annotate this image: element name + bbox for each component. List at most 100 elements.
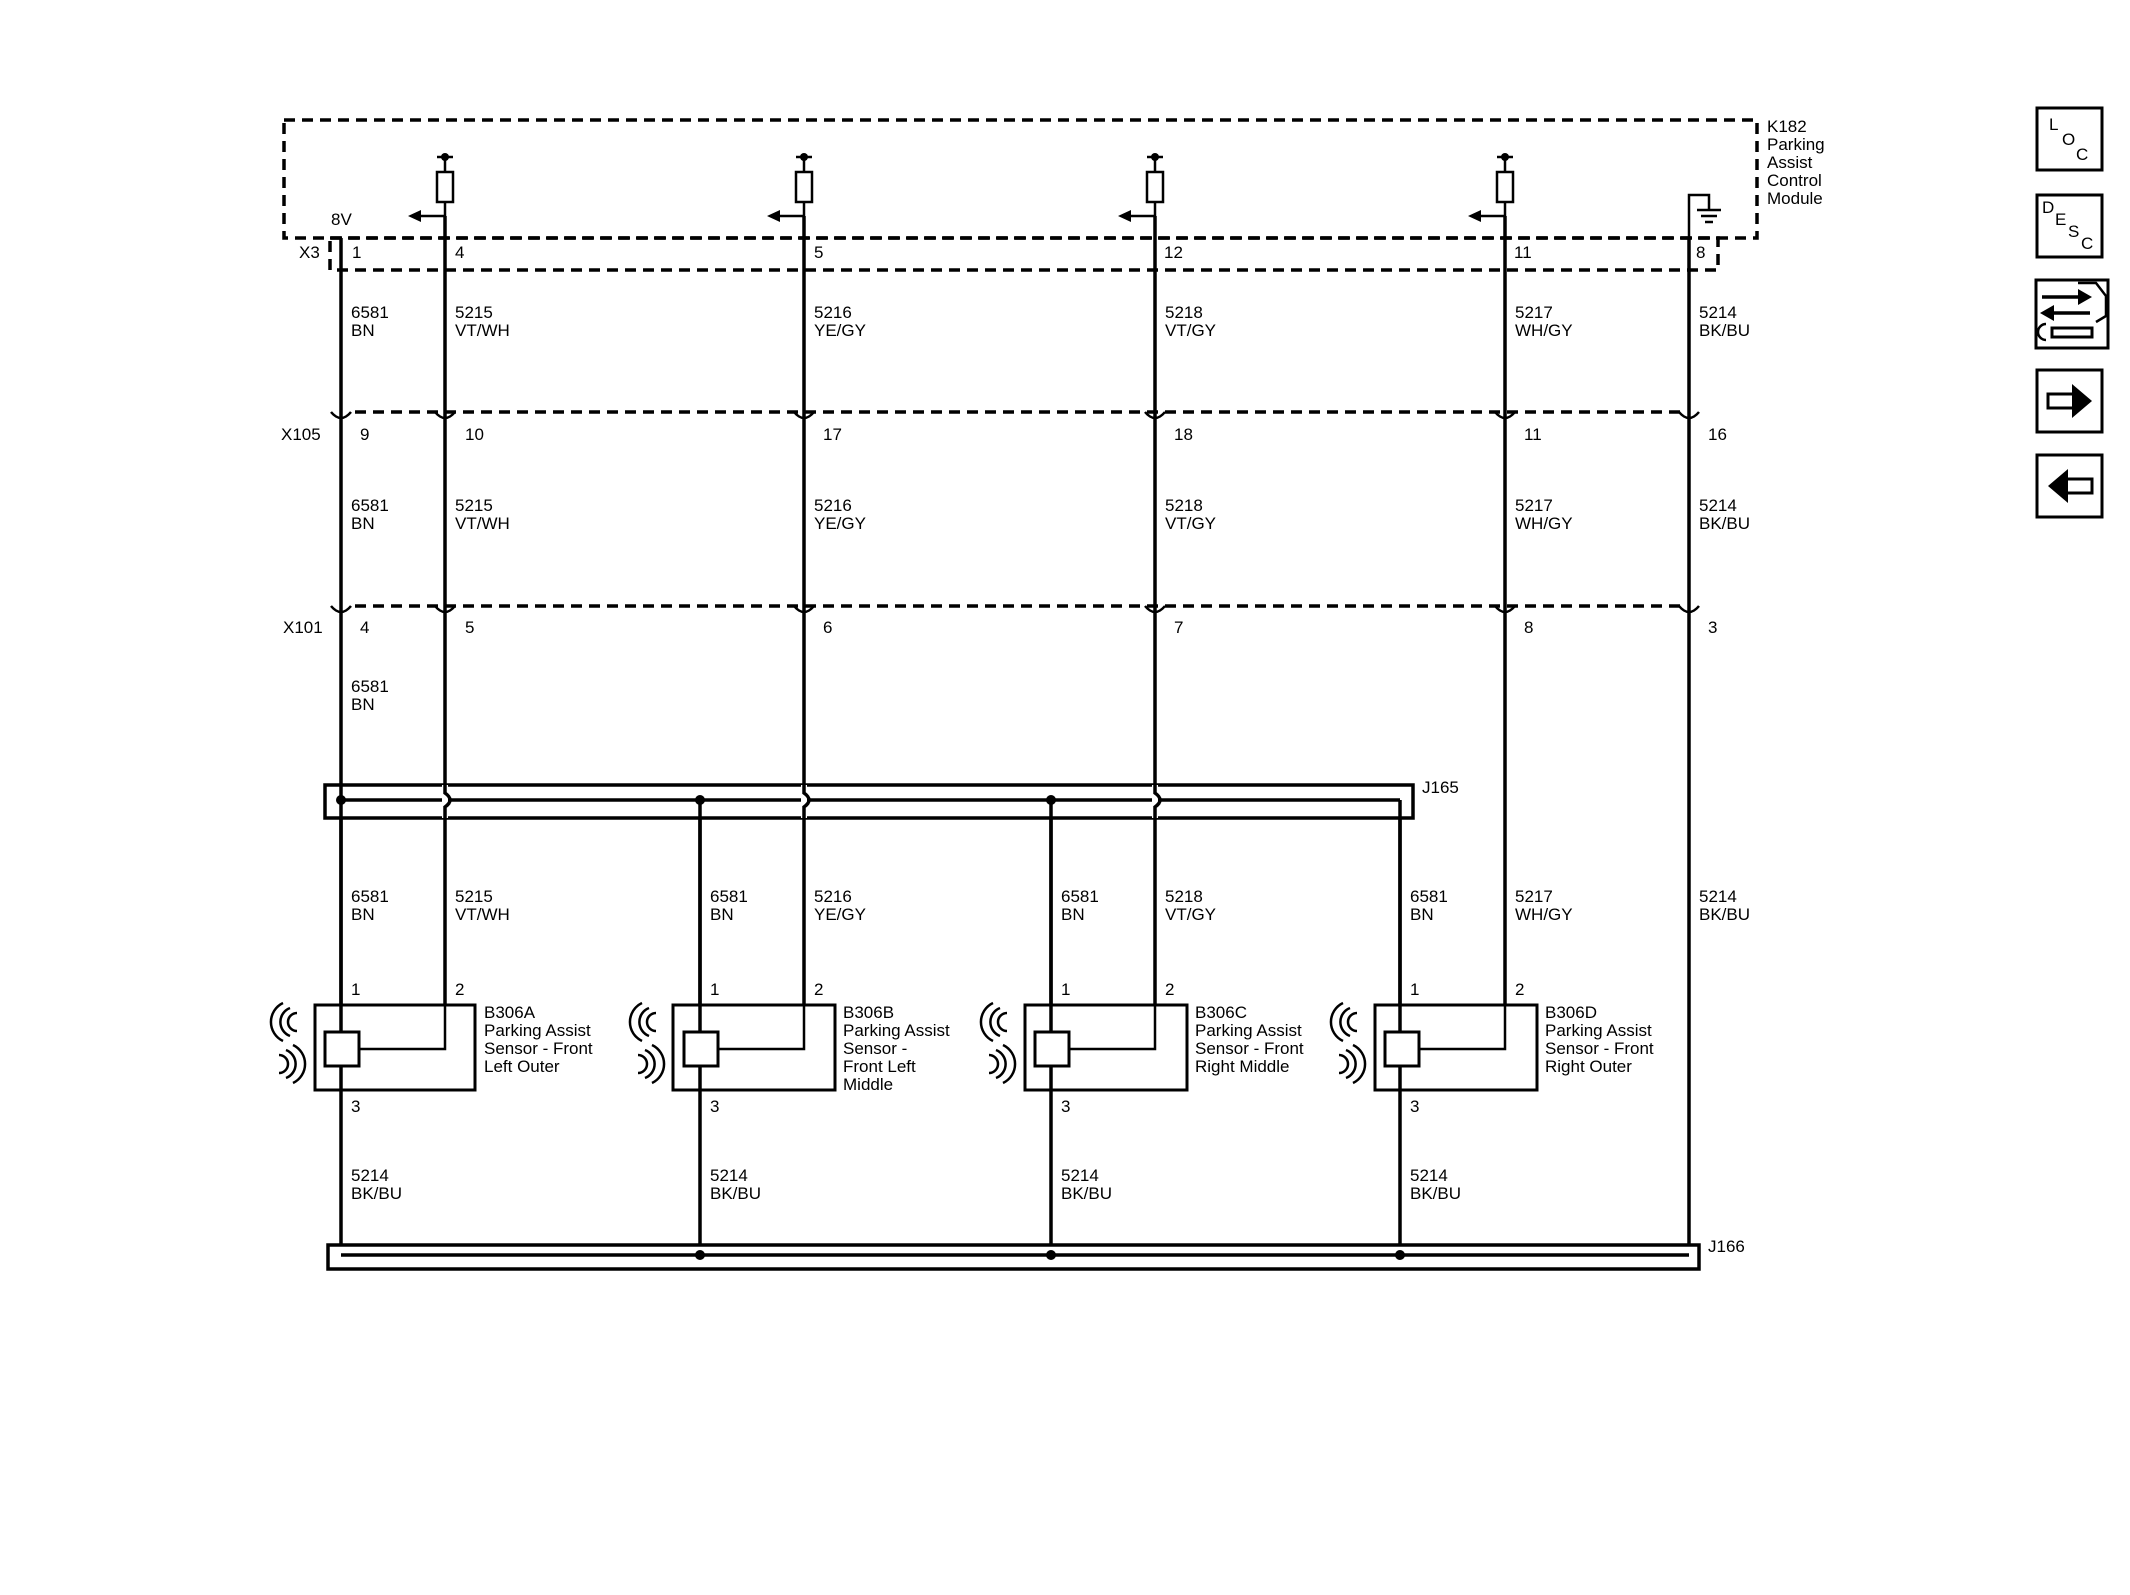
x101-pin: 5 xyxy=(465,618,474,637)
wire-circuit: 5217 xyxy=(1515,887,1553,906)
wire-circuit: 6581 xyxy=(1061,887,1099,906)
sensor-pin: 3 xyxy=(351,1097,360,1116)
x3-pin-8: 8 xyxy=(1696,243,1705,262)
sensor-desc: Right Outer xyxy=(1545,1057,1632,1076)
wire-circuit: 5217 xyxy=(1515,303,1553,322)
x105-label: X105 xyxy=(281,425,321,444)
sensor-desc: Sensor - Front xyxy=(1545,1039,1654,1058)
wire-circuit: 5215 xyxy=(455,887,493,906)
wire-circuit: 6581 xyxy=(351,303,389,322)
sensor-desc: Parking Assist xyxy=(1545,1021,1652,1040)
wire-color: BK/BU xyxy=(1699,514,1750,533)
previous-button[interactable] xyxy=(2035,453,2104,519)
sensor-pin: 3 xyxy=(1061,1097,1070,1116)
sensor-desc: Left Outer xyxy=(484,1057,560,1076)
sensor-desc: Parking Assist xyxy=(843,1021,950,1040)
module-label-line-3: Assist xyxy=(1767,153,1813,172)
wire-circuit: 5214 xyxy=(1699,496,1737,515)
wire-color: BN xyxy=(351,695,375,714)
sensor-pin: 3 xyxy=(1410,1097,1419,1116)
sensor-b306b: 1 2 3 B306B Parking Assist Sensor - Fron… xyxy=(628,980,950,1116)
sensor-desc: Middle xyxy=(843,1075,893,1094)
internal-resistor-ch2 xyxy=(767,153,814,222)
sensor-pin: 2 xyxy=(1165,980,1174,999)
x3-pin-11: 11 xyxy=(1514,243,1532,262)
wire-circuit: 5218 xyxy=(1165,887,1203,906)
wire-circuit: 5214 xyxy=(1699,303,1737,322)
wire-color: VT/GY xyxy=(1165,321,1216,340)
wire-labels: 6581 BN 5215 VT/WH 5216 YE/GY 5218 VT/GY… xyxy=(351,303,1750,1203)
internal-resistor-ch3 xyxy=(1118,153,1165,222)
x105-pin: 17 xyxy=(823,425,842,444)
sensor-id: B306B xyxy=(843,1003,894,1022)
wire-runs xyxy=(339,216,1691,1255)
sensor-b306c: 1 2 3 B306C Parking Assist Sensor - Fron… xyxy=(979,980,1304,1116)
internal-resistor-ch1 xyxy=(408,153,455,222)
wire-color: BK/BU xyxy=(1410,1184,1461,1203)
wire-color: BK/BU xyxy=(1699,321,1750,340)
ultrasonic-wave-icon xyxy=(1329,1001,1367,1085)
sensor-pin: 2 xyxy=(455,980,464,999)
wire-color: BN xyxy=(1410,905,1434,924)
wire-color: YE/GY xyxy=(814,905,866,924)
wire-circuit: 5216 xyxy=(814,496,852,515)
sensor-id: B306D xyxy=(1545,1003,1597,1022)
loc-button[interactable]: L O C xyxy=(2035,106,2104,172)
x3-pin-5: 5 xyxy=(814,243,823,262)
sensor-pin: 1 xyxy=(710,980,719,999)
wire-color: WH/GY xyxy=(1515,514,1573,533)
wire-color: VT/WH xyxy=(455,905,510,924)
x101-pin: 8 xyxy=(1524,618,1533,637)
x105-pin: 9 xyxy=(360,425,369,444)
wire-circuit: 5214 xyxy=(710,1166,748,1185)
sensor-pin: 2 xyxy=(814,980,823,999)
wire-color: VT/GY xyxy=(1165,905,1216,924)
wire-circuit: 6581 xyxy=(1410,887,1448,906)
wire-circuit: 6581 xyxy=(351,677,389,696)
sensor-desc: Front Left xyxy=(843,1057,916,1076)
module-label-line-1: K182 xyxy=(1767,117,1807,136)
splice-j165: J165 xyxy=(323,778,1459,1052)
inline-connector-x105: X105 9 10 17 18 11 16 xyxy=(281,410,1727,444)
connector-wrench-icon[interactable] xyxy=(2034,278,2110,350)
arrow-right-icon xyxy=(2046,384,2092,418)
sensor-desc: Parking Assist xyxy=(1195,1021,1302,1040)
wire-color: BN xyxy=(351,321,375,340)
wire-circuit: 5214 xyxy=(1410,1166,1448,1185)
sensor-desc: Sensor - Front xyxy=(1195,1039,1304,1058)
sensor-id: B306A xyxy=(484,1003,536,1022)
desc-letter: C xyxy=(2081,234,2093,253)
module-label-line-2: Parking xyxy=(1767,135,1825,154)
sensor-pin: 3 xyxy=(710,1097,719,1116)
j165-label: J165 xyxy=(1422,778,1459,797)
x105-pin: 10 xyxy=(465,425,484,444)
connector-x3-boundary xyxy=(328,236,1720,272)
next-button[interactable] xyxy=(2035,368,2104,434)
wire-circuit: 5218 xyxy=(1165,496,1203,515)
voltage-label: 8V xyxy=(331,210,352,229)
sensor-desc: Right Middle xyxy=(1195,1057,1290,1076)
sensor-b306a: 1 2 3 B306A Parking Assist Sensor - Fron… xyxy=(269,980,593,1116)
internal-ground-icon xyxy=(1687,193,1721,238)
wire-circuit: 5215 xyxy=(455,303,493,322)
module-boundary xyxy=(282,118,1759,240)
sensor-id: B306C xyxy=(1195,1003,1247,1022)
sensor-desc: Sensor - xyxy=(843,1039,907,1058)
wire-color: BN xyxy=(1061,905,1085,924)
wire-circuit: 6581 xyxy=(351,887,389,906)
sensor-pin: 1 xyxy=(351,980,360,999)
j166-label: J166 xyxy=(1708,1237,1745,1256)
loc-letter: L xyxy=(2049,115,2058,134)
x101-label: X101 xyxy=(283,618,323,637)
desc-button[interactable]: D E S C xyxy=(2035,193,2104,259)
x105-pin: 16 xyxy=(1708,425,1727,444)
sensor-pin: 1 xyxy=(1410,980,1419,999)
sensor-desc: Sensor - Front xyxy=(484,1039,593,1058)
wire-circuit: 5218 xyxy=(1165,303,1203,322)
x3-pin-12: 12 xyxy=(1164,243,1183,262)
wire-color: VT/GY xyxy=(1165,514,1216,533)
wire-color: VT/WH xyxy=(455,514,510,533)
x101-pin: 6 xyxy=(823,618,832,637)
wire-color: YE/GY xyxy=(814,514,866,533)
